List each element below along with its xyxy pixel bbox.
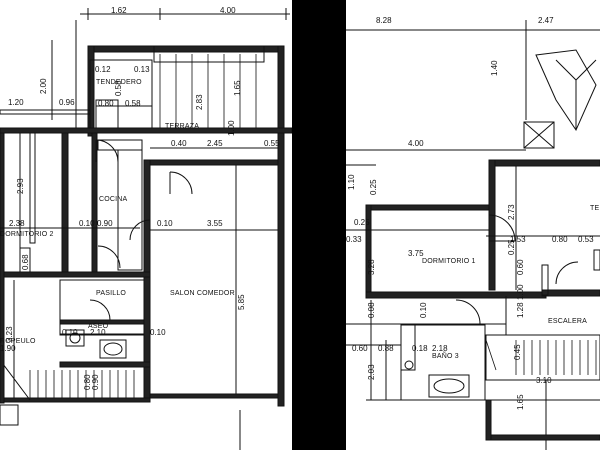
dim-label: 0.25 [507, 239, 516, 255]
dim-label: 1.53 [510, 235, 526, 244]
dim-label: 0.10 [419, 302, 428, 318]
dim-label: 0.18 [412, 344, 428, 353]
dim-label: 0.25 [369, 179, 378, 195]
dim-label: 1.20 [8, 98, 24, 107]
dim-label: 3.10 [536, 376, 552, 385]
dim-label: 0.25 [354, 218, 370, 227]
floor-plan-left-drawing [0, 8, 292, 450]
room-label-dormitorio-2: DORMITORIO 2 [0, 231, 54, 238]
dim-label: 1.65 [516, 394, 525, 410]
room-label-terraza: TERRAZA [165, 123, 200, 130]
floor-plan-right: 8.28 2.47 1.40 4.00 1.10 0.25 0.25 0.33 … [346, 0, 600, 450]
dim-label: 0.60 [516, 259, 525, 275]
room-label-bano-3: BAÑO 3 [432, 353, 459, 360]
dim-label: 1.00 [516, 284, 525, 300]
dim-label: 2.00 [39, 78, 48, 94]
dim-label: 0.88 [378, 344, 394, 353]
dim-label: 0.10 [62, 328, 78, 337]
dim-label: 0.90 [91, 374, 100, 390]
room-label-aseo: ASEO [88, 323, 109, 330]
room-label-tendedero: TENDEDERO [96, 79, 142, 86]
dim-label: 0.40 [171, 139, 187, 148]
floor-plan-right-drawing [346, 20, 600, 450]
dim-label: 1.28 [516, 302, 525, 318]
room-label-cocina: COCINA [99, 196, 128, 203]
dim-label: 2.10 [90, 328, 106, 337]
dim-label: 0.90 [97, 219, 113, 228]
dim-label: 0.58 [125, 99, 141, 108]
dim-label: 2.18 [432, 344, 448, 353]
dim-label: 8.28 [376, 16, 392, 25]
room-label-salon-comedor: SALON COMEDOR [170, 290, 235, 297]
dim-label: 0.10 [150, 328, 166, 337]
dim-label: 1.62 [111, 6, 127, 15]
dim-label: 2.45 [207, 139, 223, 148]
floor-plan-left: 1.62 4.00 2.00 1.20 0.96 0.12 0.13 0.58 … [0, 0, 292, 450]
dim-label: 4.00 [408, 139, 424, 148]
dim-label: 0.80 [552, 235, 568, 244]
room-label-te: TE [590, 205, 600, 212]
dim-label: 0.55 [264, 139, 280, 148]
dim-label: 0.68 [21, 254, 30, 270]
room-label-dormitorio-1: DORMITORIO 1 [422, 258, 476, 265]
dim-label: 2.03 [367, 364, 376, 380]
dim-label: 1.40 [490, 60, 499, 76]
dim-label: 1.00 [227, 120, 236, 136]
dim-label: 5.85 [237, 294, 246, 310]
dim-label: 2.83 [195, 94, 204, 110]
dim-label: 0.96 [59, 98, 75, 107]
dim-label: 3.75 [408, 249, 424, 258]
dim-label: 0.80 [98, 99, 114, 108]
dim-label: 4.00 [220, 6, 236, 15]
dim-label: 0.08 [367, 302, 376, 318]
dim-label: 1.65 [233, 80, 242, 96]
dim-label: 2.73 [507, 204, 516, 220]
dim-label: 2.93 [16, 178, 25, 194]
dim-label: 2.47 [538, 16, 554, 25]
room-label-pasillo: PASILLO [96, 290, 127, 297]
dim-label: 2.38 [9, 219, 25, 228]
dim-label: 3.28 [367, 259, 376, 275]
room-label-roperos: ROPEULO [0, 338, 36, 345]
dim-label: 0.53 [578, 235, 594, 244]
dim-label: 0.45 [513, 344, 522, 360]
dim-label: 1.10 [347, 174, 356, 190]
dim-label: 0.12 [95, 65, 111, 74]
dim-label: 0.10 [79, 219, 95, 228]
dim-label: 0.33 [346, 235, 362, 244]
room-label-escalera: ESCALERA [548, 318, 587, 325]
dim-label: 1.90 [0, 344, 16, 353]
dim-label: 0.60 [352, 344, 368, 353]
dim-label: 0.10 [157, 219, 173, 228]
dim-label: 3.55 [207, 219, 223, 228]
dim-label: 0.13 [134, 65, 150, 74]
